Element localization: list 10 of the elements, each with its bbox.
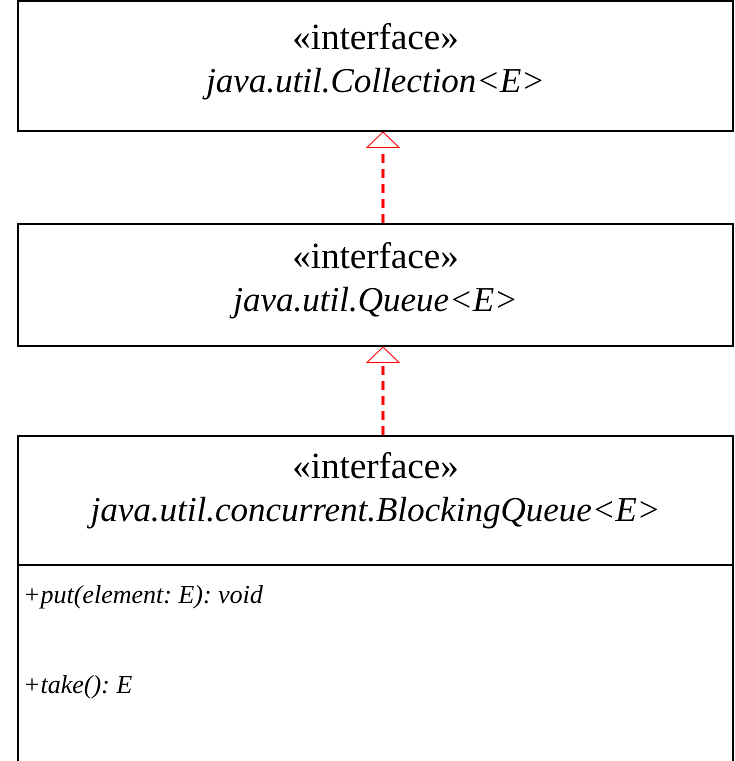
stereotype-label: «interface»	[292, 445, 459, 489]
class-box	[17, 435, 734, 761]
stereotype-label: «interface»	[292, 16, 459, 60]
method-signature: +take(): E	[23, 670, 132, 700]
realization-arrow	[366, 346, 400, 435]
class-box	[17, 223, 734, 347]
stereotype-label: «interface»	[292, 235, 459, 279]
realization-arrow	[366, 131, 400, 223]
class-box	[17, 0, 734, 132]
method-signature: +put(element: E): void	[23, 580, 263, 610]
